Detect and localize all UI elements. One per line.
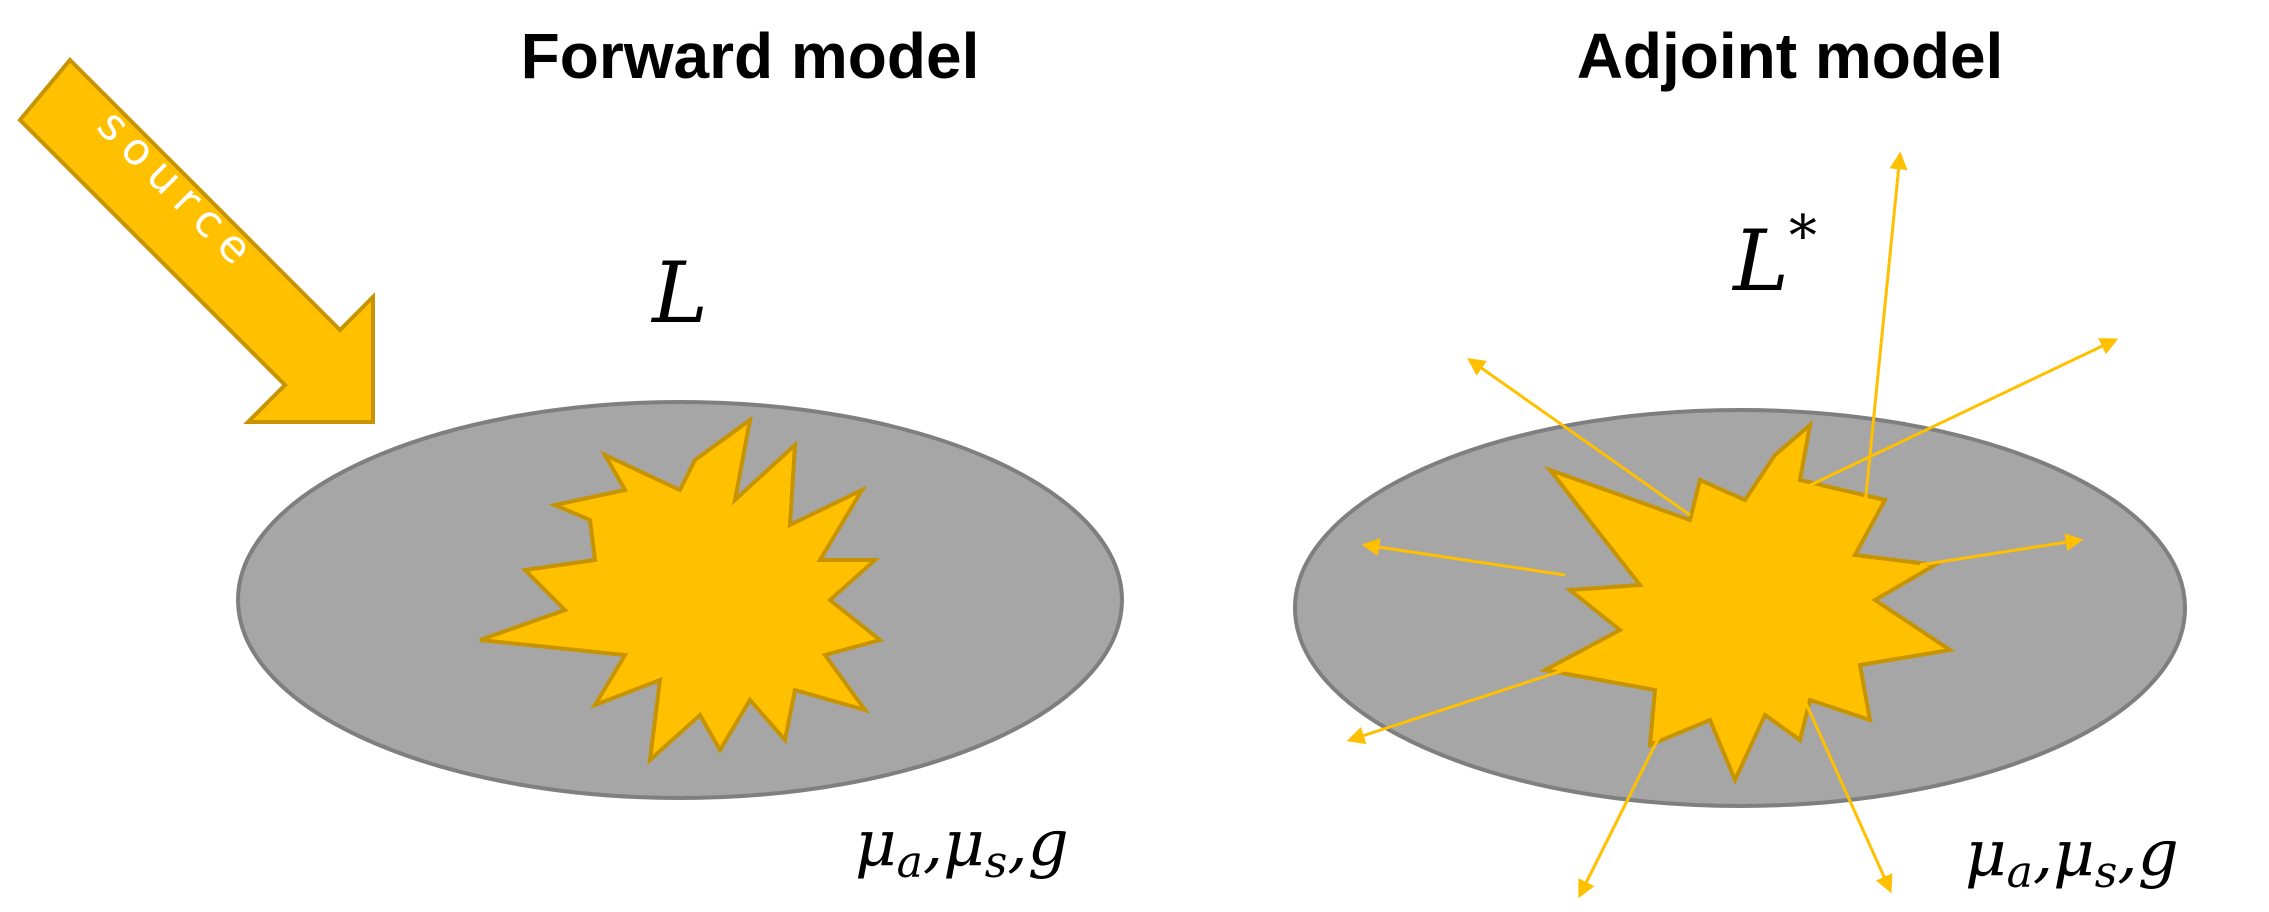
adjoint-burst — [1538, 419, 1956, 785]
emission-arrow-upper-right — [1799, 338, 2119, 492]
adjoint-param-a-sub: a — [2007, 847, 2033, 898]
adjoint-param-mu-a: μ — [1965, 817, 2007, 891]
emission-arrow-left — [1361, 538, 1566, 577]
forward-model-panel: Forward model source L μa,μs,g — [17, 20, 1124, 888]
adjoint-operator-label: L — [1731, 212, 1789, 310]
emission-arrow-down-left — [1578, 694, 1682, 899]
adjoint-param-sep-1: , — [2033, 817, 2053, 891]
adjoint-params: μa,μs,g — [1965, 817, 2179, 898]
emission-arrow-upper-left — [1467, 357, 1691, 517]
adjoint-param-sep-2: , — [2117, 817, 2137, 891]
forward-operator-label: L — [650, 244, 708, 342]
adjoint-operator: L* — [1731, 204, 1817, 310]
forward-burst — [479, 415, 885, 766]
forward-param-sep-2: , — [1007, 807, 1027, 881]
forward-param-a-sub: a — [897, 837, 923, 888]
forward-model-title: Forward model — [521, 20, 980, 92]
forward-param-g: g — [1028, 807, 1069, 881]
adjoint-model-title: Adjoint model — [1577, 20, 2004, 92]
adjoint-emission-arrows — [1346, 151, 2119, 899]
adjoint-model-panel: Adjoint model L* μa,μs,g — [1293, 20, 2187, 899]
adjoint-param-g: g — [2138, 817, 2179, 891]
adjoint-param-s-sub: s — [2095, 847, 2118, 898]
emission-arrow-right — [1919, 533, 2084, 567]
emission-arrow-up — [1863, 151, 1908, 506]
forward-params: μa,μs,g — [855, 807, 1069, 888]
forward-param-mu-a: μ — [855, 807, 897, 881]
forward-param-sep-1: , — [923, 807, 943, 881]
source-arrow: source — [17, 57, 375, 424]
forward-param-s-sub: s — [985, 837, 1008, 888]
emission-arrow-lower-left — [1346, 663, 1581, 745]
emission-arrow-down-right — [1798, 689, 1893, 894]
adjoint-operator-star: * — [1789, 204, 1817, 269]
adjoint-param-mu-s: μ — [2053, 817, 2095, 891]
forward-param-mu-s: μ — [943, 807, 985, 881]
